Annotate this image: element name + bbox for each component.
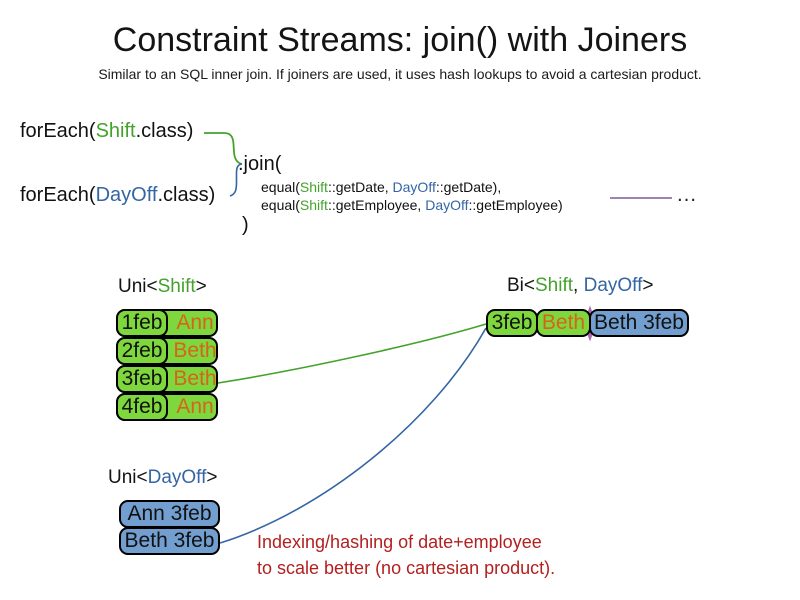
dayoff-class-token: DayOff — [425, 197, 469, 213]
code-foreach-dayoff: forEach(DayOff.class) — [20, 184, 215, 207]
join-brace-shift-line — [204, 132, 243, 165]
shift-employee-cell: Ann — [176, 311, 214, 334]
code-text: forEach( — [20, 184, 96, 206]
code-text: forEach( — [20, 120, 96, 142]
uni-shift-table: 1feb Ann 2feb Beth 3feb Beth 4feb Ann — [116, 309, 218, 421]
label-text: > — [195, 276, 207, 297]
shift-class-token: Shift — [157, 276, 196, 297]
label-text: Uni< — [118, 276, 158, 297]
shift-date-cell: 4feb — [116, 393, 168, 421]
uni-shift-label: Uni<Shift> — [118, 276, 207, 298]
dayoff-class-token: DayOff — [147, 467, 207, 488]
label-text: , — [573, 275, 584, 296]
code-joiner-date: equal(Shift::getDate, DayOff::getDate), — [261, 179, 501, 195]
code-text: .class) — [135, 120, 194, 142]
page-title: Constraint Streams: join() with Joiners — [112, 21, 688, 59]
bi-result-label: Bi<Shift, DayOff> — [507, 275, 653, 297]
code-joiner-employee: equal(Shift::getEmployee, DayOff::getEmp… — [261, 197, 563, 213]
shift-class-token: Shift — [299, 197, 328, 213]
bi-result-row: 3feb Beth Beth 3feb — [486, 309, 689, 337]
dayoff-cell: Ann 3feb — [119, 500, 220, 528]
dayoff-class-token: DayOff — [392, 179, 436, 195]
match-line-dayoff — [219, 327, 487, 544]
indexing-note: Indexing/hashing of date+employee to sca… — [257, 529, 555, 581]
more-joiners-ellipsis: … — [676, 183, 698, 206]
shift-employee-cell: Beth — [173, 367, 217, 390]
label-text: Bi< — [507, 275, 535, 296]
code-join-close: ) — [242, 214, 249, 236]
code-text: ::getEmployee) — [468, 197, 563, 213]
dayoff-class-token: DayOff — [95, 184, 158, 206]
code-text: ::getDate), — [435, 179, 502, 195]
page-subtitle: Similar to an SQL inner join. If joiners… — [98, 66, 702, 82]
label-text: > — [206, 467, 218, 488]
table-row: 1feb Ann — [116, 309, 218, 337]
bi-dayoff-cell: Beth 3feb — [589, 309, 689, 337]
note-line: to scale better (no cartesian product). — [257, 558, 556, 578]
label-text: > — [642, 275, 654, 296]
join-brace-dayoff-line — [229, 163, 243, 197]
code-text: equal( — [261, 197, 300, 213]
code-join-open: .join( — [238, 153, 282, 175]
shift-class-token: Shift — [299, 179, 328, 195]
shift-employee-cell: Beth — [173, 339, 217, 362]
uni-dayoff-label: Uni<DayOff> — [108, 467, 218, 489]
match-line-shift — [217, 323, 487, 384]
code-foreach-shift: forEach(Shift.class) — [20, 120, 193, 143]
note-line: Indexing/hashing of date+employee — [257, 532, 542, 552]
shift-date-cell: 2feb — [116, 337, 168, 365]
bi-shift-employee-cell: Beth — [536, 309, 591, 337]
dayoff-cell: Beth 3feb — [119, 527, 220, 555]
shift-date-cell: 1feb — [116, 309, 168, 337]
bi-shift-date-cell: 3feb — [486, 309, 538, 337]
table-row: 2feb Beth — [116, 337, 218, 365]
table-row: 3feb Beth — [116, 365, 218, 393]
dayoff-class-token: DayOff — [583, 275, 643, 296]
code-text: ::getEmployee, — [327, 197, 426, 213]
shift-employee-cell: Ann — [176, 395, 214, 418]
shift-class-token: Shift — [535, 275, 574, 296]
table-row: 4feb Ann — [116, 393, 218, 421]
uni-dayoff-table: Ann 3feb Beth 3feb — [119, 500, 220, 555]
code-text: ::getDate, — [327, 179, 393, 195]
shift-date-cell: 3feb — [116, 365, 168, 393]
shift-class-token: Shift — [95, 120, 136, 142]
code-text: .class) — [157, 184, 216, 206]
code-text: equal( — [261, 179, 300, 195]
label-text: Uni< — [108, 467, 148, 488]
